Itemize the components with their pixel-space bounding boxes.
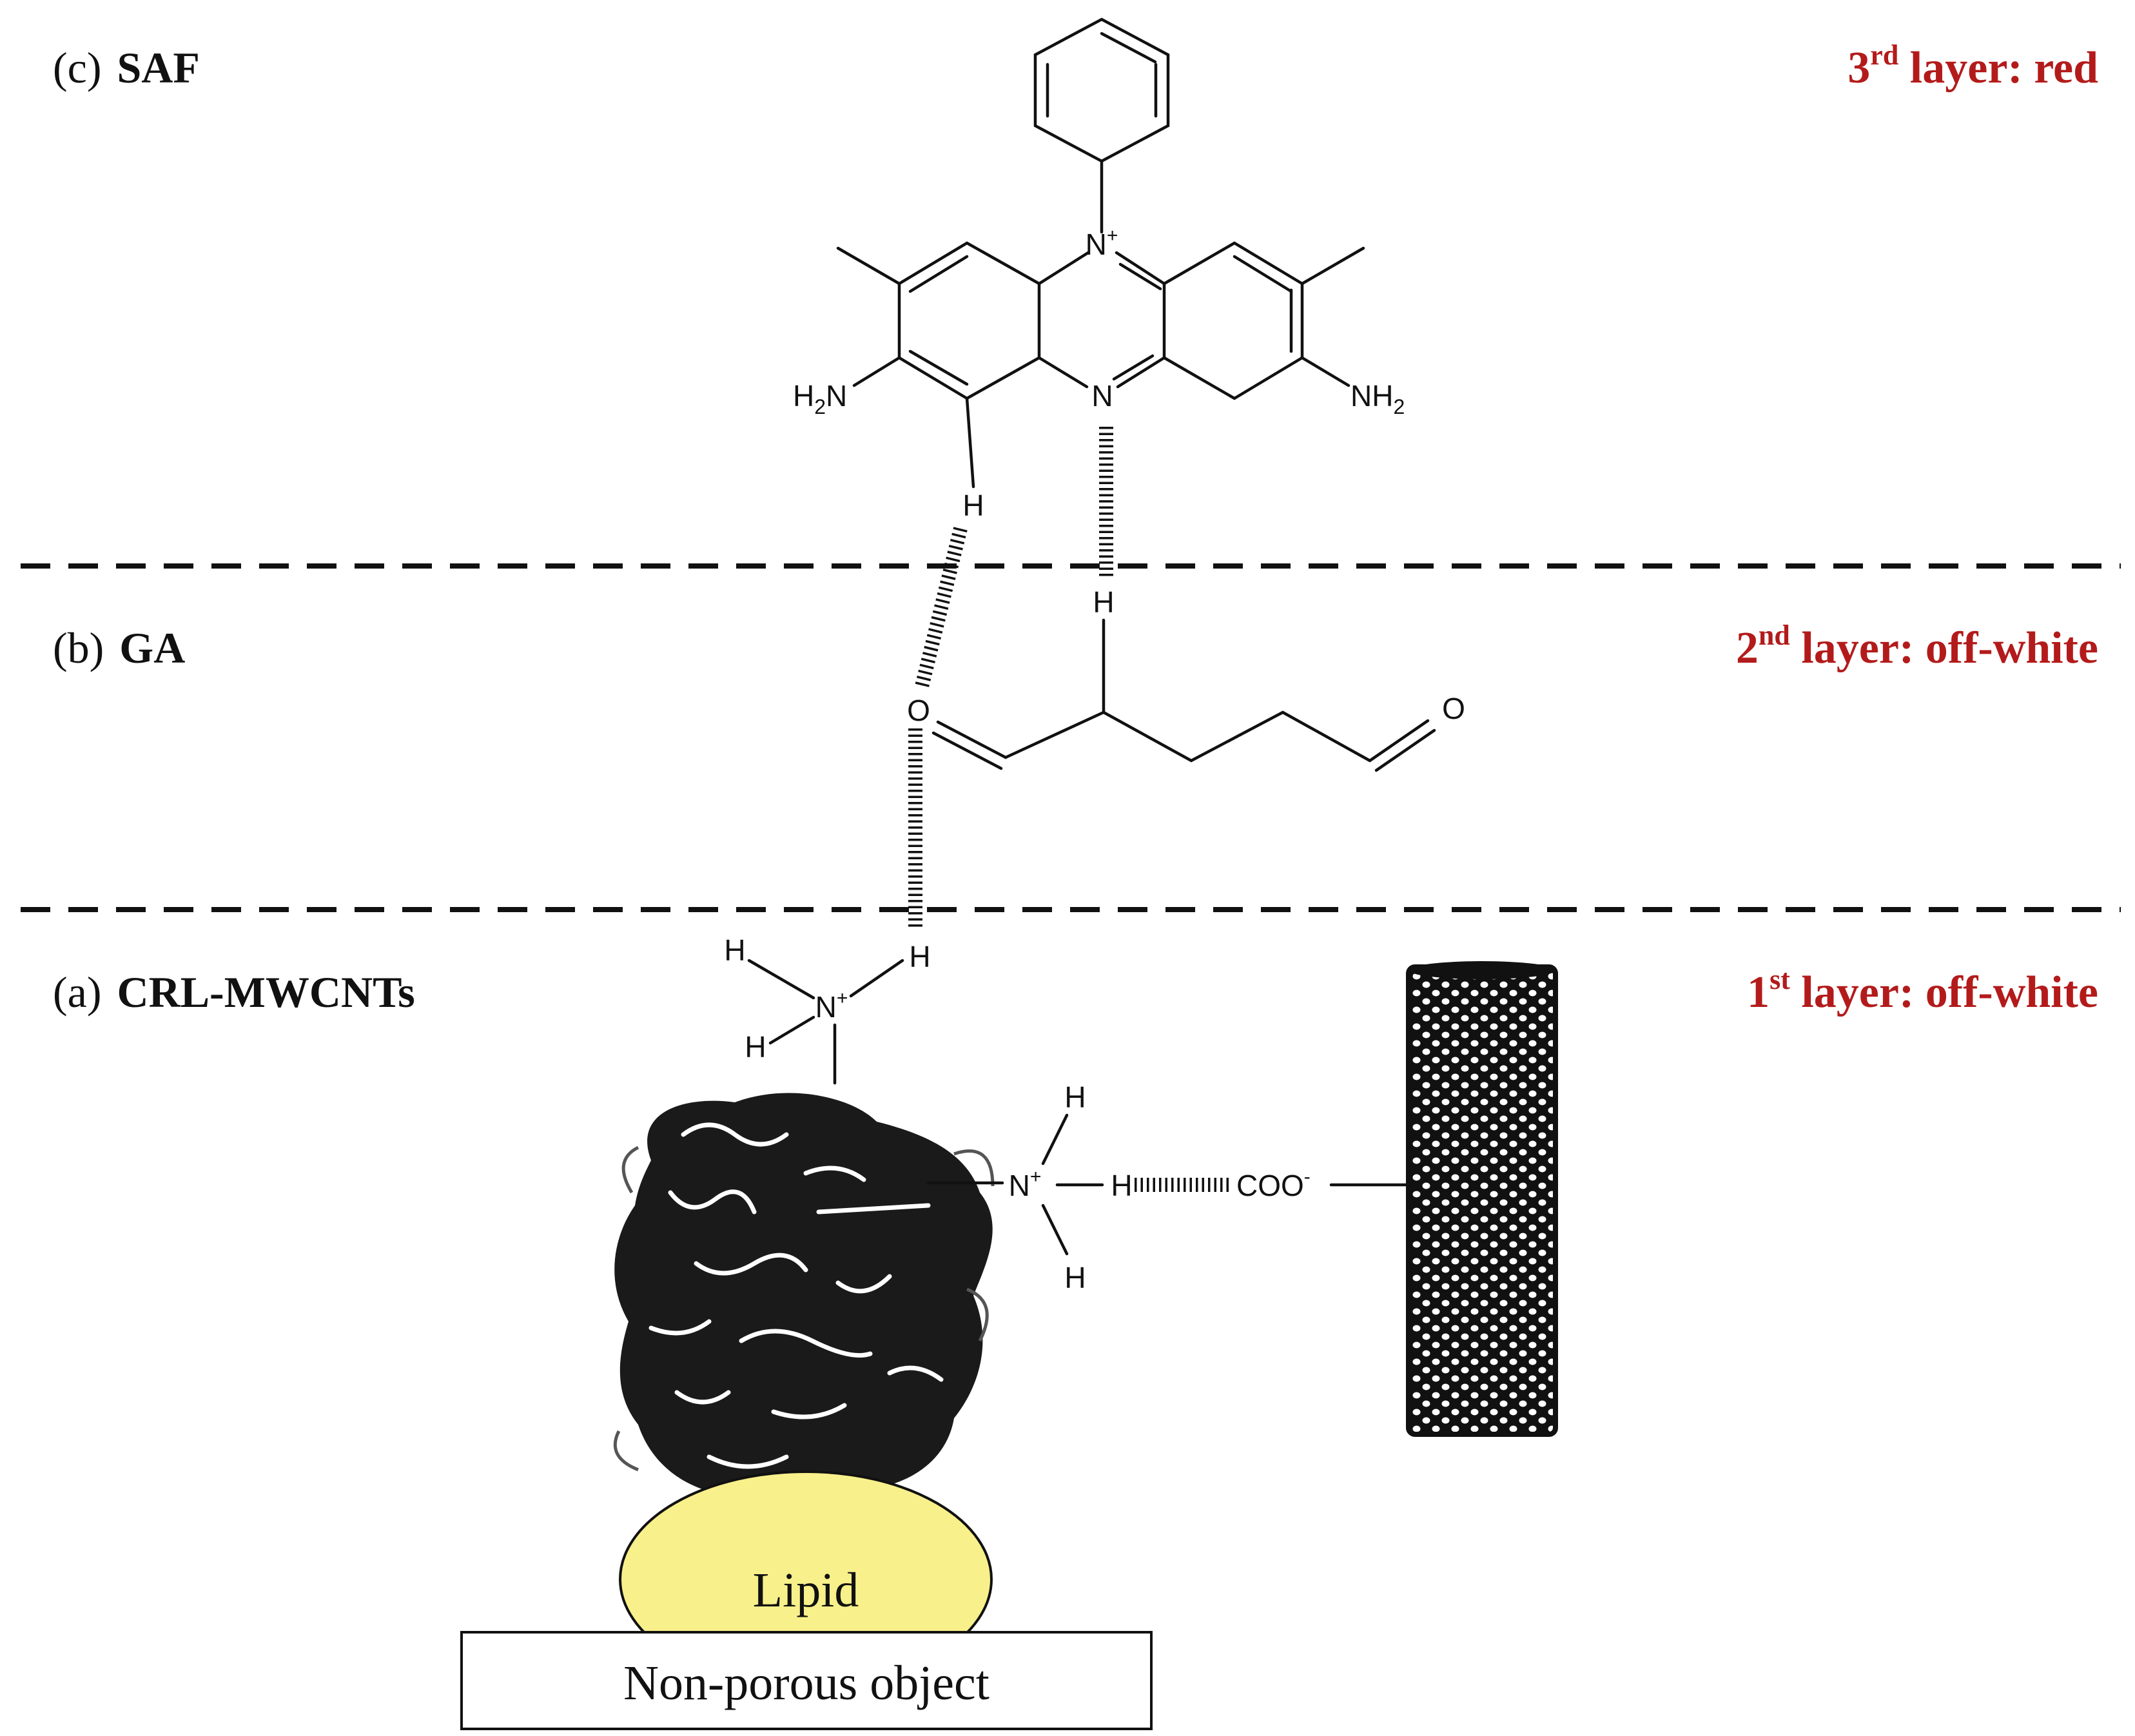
nh3-top-h1: H xyxy=(724,933,745,967)
ga-o-left: O xyxy=(907,694,930,727)
layer-a-name: CRL-MWCNTs xyxy=(117,968,414,1017)
layer-c-label: (c) SAF xyxy=(53,43,200,92)
layer-c-tag-number: 3 xyxy=(1847,43,1870,93)
nh3-side-h-top: H xyxy=(1064,1080,1086,1114)
nh3-side-group: H N+ H H COO- xyxy=(926,1080,1410,1294)
layer-b-tag: 2nd layer: off-white xyxy=(1736,619,2098,673)
saf-h2n: H2N xyxy=(793,379,847,418)
nh3-top-h3: H xyxy=(745,1030,766,1064)
saf-molecule: N+ N H2N NH2 H xyxy=(793,17,1405,522)
hbond-saf-h-ga-o xyxy=(915,527,968,688)
layer-a-tag: 1st layer: off-white xyxy=(1747,964,2098,1017)
layer-a-tag-text: layer: off-white xyxy=(1790,968,2098,1017)
layer-b-tag-sup: nd xyxy=(1759,619,1790,651)
non-porous-object: Non-porous object xyxy=(460,1631,1153,1730)
phenyl-ring xyxy=(1033,17,1170,163)
layer-a-letter: (a) xyxy=(53,968,101,1017)
nh3-side-h-bottom: H xyxy=(1064,1261,1086,1294)
saf-h: H xyxy=(962,489,984,522)
layer-a-label: (a) CRL-MWCNTs xyxy=(53,968,415,1017)
enzyme-structure xyxy=(613,1093,995,1505)
ga-molecule: H O O xyxy=(907,585,1465,772)
layer-c-tag-sup: rd xyxy=(1870,39,1898,71)
lipid-label: Lipid xyxy=(753,1563,859,1617)
layer-c-name: SAF xyxy=(117,43,199,92)
saf-n: N xyxy=(1091,379,1113,413)
carbon-nanotube xyxy=(1406,961,1558,1437)
saf-nh2: NH2 xyxy=(1350,379,1405,418)
layer-b-label: (b) GA xyxy=(53,623,185,672)
layer-b-tag-text: layer: off-white xyxy=(1790,623,2098,673)
layer-b-tag-number: 2 xyxy=(1736,623,1759,673)
layer-b-letter: (b) xyxy=(53,623,104,672)
ga-h: H xyxy=(1093,585,1114,619)
layer-c-tag-text: layer: red xyxy=(1898,43,2098,93)
object-label: Non-porous object xyxy=(623,1656,990,1710)
coo-group: COO- xyxy=(1236,1166,1311,1202)
layer-a-tag-number: 1 xyxy=(1747,968,1769,1017)
ga-o-right: O xyxy=(1442,692,1465,725)
nh3-side-n: N+ xyxy=(1009,1166,1042,1202)
nh3-top-group: H H N+ H xyxy=(724,933,931,1085)
saf-n-plus: N+ xyxy=(1086,225,1118,261)
layer-a-tag-sup: st xyxy=(1769,964,1790,995)
layer-b-name: GA xyxy=(119,623,185,672)
layer-c-letter: (c) xyxy=(53,43,101,92)
nh3-top-h2: H xyxy=(909,940,930,973)
nh3-top-n: N+ xyxy=(815,988,848,1024)
layer-c-tag: 3rd layer: red xyxy=(1847,39,2098,93)
nh3-side-h-right: H xyxy=(1111,1169,1132,1202)
